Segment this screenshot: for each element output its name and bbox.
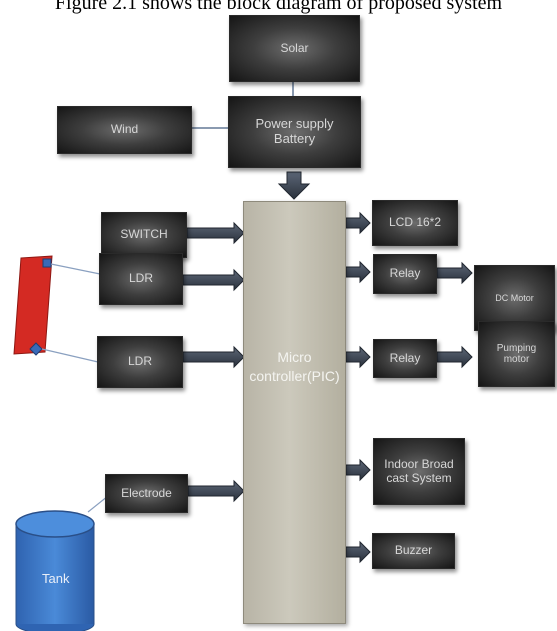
ldr2-arrow bbox=[183, 347, 244, 367]
ldr2-label: LDR bbox=[128, 355, 152, 369]
lcd-block: LCD 16*2 bbox=[372, 200, 458, 246]
broadcast-line2: cast System bbox=[386, 472, 451, 486]
relay1-to-dc-arrow bbox=[437, 263, 472, 283]
relay1-label: Relay bbox=[390, 267, 421, 281]
ldr1-block: LDR bbox=[99, 253, 183, 305]
microcontroller-line2: controller(PIC) bbox=[244, 367, 345, 386]
relay2-label: Relay bbox=[390, 352, 421, 366]
wind-label: Wind bbox=[111, 123, 138, 137]
lcd-label: LCD 16*2 bbox=[389, 216, 441, 230]
broadcast-arrow bbox=[346, 460, 370, 480]
sensor-dot-top bbox=[43, 259, 51, 267]
lcd-arrow bbox=[346, 213, 370, 233]
microcontroller-block: Micro controller(PIC) bbox=[243, 201, 346, 624]
electrode-block: Electrode bbox=[105, 474, 188, 513]
broadcast-block: Indoor Broad cast System bbox=[373, 438, 465, 505]
relay1-block: Relay bbox=[373, 254, 437, 294]
buzzer-block: Buzzer bbox=[372, 533, 455, 569]
microcontroller-label: Micro controller(PIC) bbox=[244, 348, 345, 386]
relay2-arrow bbox=[346, 347, 370, 367]
panel-to-ldr2-line bbox=[42, 349, 98, 362]
dc-motor-label: DC Motor bbox=[495, 293, 534, 303]
tank-label: Tank bbox=[42, 571, 69, 586]
power-supply-block: Power supply Battery bbox=[228, 96, 361, 168]
switch-block: SWITCH bbox=[101, 212, 187, 258]
solar-block: Solar bbox=[229, 15, 360, 82]
pumping-motor-block: Pumping motor bbox=[478, 321, 555, 387]
electrode-label: Electrode bbox=[121, 487, 172, 501]
battery-label: Battery bbox=[274, 132, 315, 147]
switch-label: SWITCH bbox=[120, 228, 167, 242]
ldr1-label: LDR bbox=[129, 272, 153, 286]
switch-arrow bbox=[187, 223, 244, 243]
power-to-controller-arrow bbox=[279, 172, 309, 199]
microcontroller-line1: Micro bbox=[244, 348, 345, 367]
wind-block: Wind bbox=[57, 106, 192, 154]
buzzer-arrow bbox=[346, 542, 370, 562]
panel-to-ldr1-line bbox=[51, 264, 100, 274]
buzzer-label: Buzzer bbox=[395, 544, 432, 558]
ldr2-block: LDR bbox=[97, 336, 183, 388]
electrode-arrow bbox=[188, 481, 244, 501]
broadcast-line1: Indoor Broad bbox=[384, 458, 453, 472]
pumping-label: Pumping bbox=[497, 343, 536, 355]
power-supply-label: Power supply bbox=[255, 117, 333, 132]
relay2-block: Relay bbox=[373, 339, 437, 378]
motor-label: motor bbox=[504, 354, 530, 366]
relay1-arrow bbox=[346, 262, 370, 282]
solar-panel bbox=[14, 256, 52, 354]
ldr1-arrow bbox=[183, 270, 244, 290]
solar-label: Solar bbox=[280, 42, 308, 56]
relay2-to-pump-arrow bbox=[437, 347, 472, 367]
